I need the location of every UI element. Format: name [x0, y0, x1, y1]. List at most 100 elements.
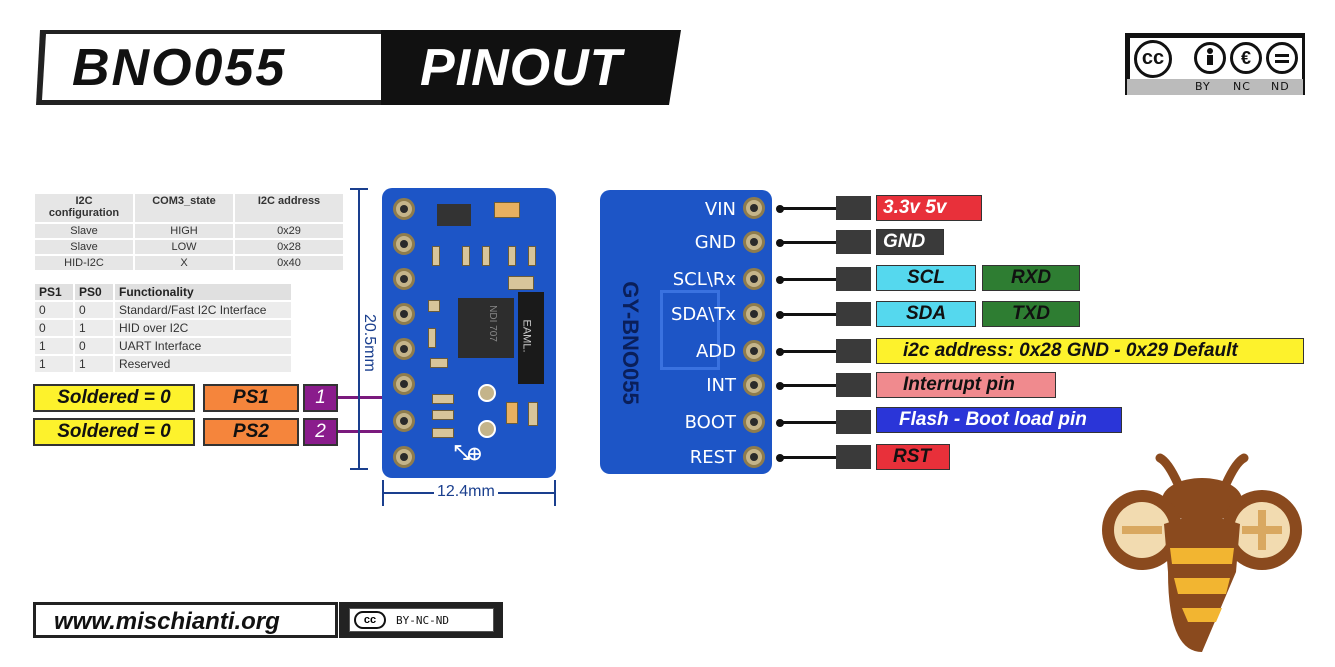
- capacitor: [508, 276, 534, 290]
- table-row: 1 1 Reserved: [35, 356, 291, 372]
- pin-pad: [393, 373, 415, 395]
- table-row: Slave LOW 0x28: [35, 240, 343, 254]
- pin-tag-rest: RST: [876, 444, 950, 470]
- pin-pad-scl: [743, 268, 765, 290]
- table-cell: 1: [75, 320, 113, 336]
- axis-symbol-icon: ⤡⊕: [454, 442, 481, 464]
- lead-dot: [776, 276, 784, 284]
- resistor: [432, 246, 440, 266]
- cc-icon: cc: [354, 611, 386, 629]
- solder-state-label-1: Soldered = 0: [33, 384, 195, 412]
- footer-license-box: cc BY-NC-ND: [339, 602, 503, 638]
- pin-lead: [780, 241, 836, 244]
- title-banner: BNO055 PINOUT: [36, 30, 681, 105]
- table-cell: 0x28: [235, 240, 343, 254]
- table-cell: 1: [35, 338, 73, 354]
- pin-marker: [836, 445, 871, 469]
- footer-license-text: BY-NC-ND: [396, 614, 449, 627]
- capacitor: [506, 402, 518, 424]
- solder-number-1: 1: [303, 384, 338, 412]
- pin-tag-vin: 3.3v 5v: [876, 195, 982, 221]
- capacitor: [494, 202, 520, 218]
- board-silk-label: GY-BNO055: [618, 281, 643, 405]
- table-header: PS1: [35, 284, 73, 300]
- footer-site-link[interactable]: www.mischianti.org: [54, 608, 280, 635]
- title-left-text: BNO055: [72, 39, 287, 97]
- width-dimension-label: 12.4mm: [434, 483, 498, 501]
- bee-logo-icon: [1102, 453, 1302, 652]
- pin-pad-int: [743, 374, 765, 396]
- pin-label-add: ADD: [695, 341, 736, 362]
- title-right-panel: [381, 30, 681, 105]
- pin-tag-txd: TXD: [982, 301, 1080, 327]
- pin-pad-add: [743, 340, 765, 362]
- pin-lead: [780, 207, 836, 210]
- regulator-chip: [437, 204, 471, 226]
- bno055-sensor-chip: NDI 707: [458, 298, 514, 358]
- cc-nc-label: NC: [1233, 80, 1251, 93]
- footer-cc-badge: cc BY-NC-ND: [349, 608, 494, 632]
- pin-tag-gnd: GND: [876, 229, 944, 255]
- pin-label-sda: SDA\Tx: [671, 304, 736, 325]
- pin-pad-boot: [743, 411, 765, 433]
- cc-badge-icons: cc €: [1130, 38, 1302, 79]
- height-dimension-cap-top: [350, 188, 368, 190]
- title-right-text: PINOUT: [420, 39, 623, 97]
- pin-pad: [393, 338, 415, 360]
- resistor: [432, 428, 454, 438]
- table-header: I2C configuration: [35, 194, 133, 222]
- pin-lead: [780, 313, 836, 316]
- pin-tag-scl: SCL: [876, 265, 976, 291]
- capacitor: [430, 358, 448, 368]
- capacitor: [428, 300, 440, 312]
- lead-dot: [776, 419, 784, 427]
- crystal-oscillator: EAML.: [518, 292, 544, 384]
- table-cell: Standard/Fast I2C Interface: [115, 302, 291, 318]
- solder-jumper-ps1: [478, 384, 496, 402]
- table-cell: Slave: [35, 224, 133, 238]
- cc-by-label: BY: [1195, 80, 1211, 93]
- lead-dot: [776, 382, 784, 390]
- table-cell: HID over I2C: [115, 320, 291, 336]
- table-header: COM3_state: [135, 194, 233, 222]
- pin-lead: [780, 456, 836, 459]
- table-cell: LOW: [135, 240, 233, 254]
- table-header: PS0: [75, 284, 113, 300]
- lead-dot: [776, 454, 784, 462]
- resistor: [428, 328, 436, 348]
- pin-tag-rxd: RXD: [982, 265, 1080, 291]
- pin-label-gnd: GND: [694, 232, 736, 253]
- pin-pad: [393, 446, 415, 468]
- resistor: [508, 246, 516, 266]
- resistor: [528, 246, 536, 266]
- height-dimension-cap-bottom: [350, 468, 368, 470]
- solder-number-2: 2: [303, 418, 338, 446]
- table-cell: Slave: [35, 240, 133, 254]
- table-cell: 0: [75, 338, 113, 354]
- pin-label-vin: VIN: [704, 199, 736, 220]
- table-header-row: I2C configuration COM3_state I2C address: [35, 194, 343, 222]
- title-left-panel: [42, 34, 412, 100]
- table-header-row: PS1 PS0 Functionality: [35, 284, 291, 300]
- pin-marker: [836, 196, 871, 220]
- resistor: [432, 394, 454, 404]
- table-cell: HID-I2C: [35, 256, 133, 270]
- table-row: Slave HIGH 0x29: [35, 224, 343, 238]
- pin-pad: [393, 198, 415, 220]
- lead-dot: [776, 311, 784, 319]
- pin-tag-boot: Flash - Boot load pin: [876, 407, 1122, 433]
- width-dimension-cap-left: [382, 480, 384, 506]
- pin-pad-gnd: [743, 231, 765, 253]
- table-row: 0 1 HID over I2C: [35, 320, 291, 336]
- footer: www.mischianti.org cc BY-NC-ND: [33, 602, 503, 638]
- bno055-board-front: NDI 707 EAML. ⤡⊕: [382, 188, 556, 478]
- pin-marker: [836, 267, 871, 291]
- pin-marker: [836, 373, 871, 397]
- table-cell: 0x29: [235, 224, 343, 238]
- attribution-icon: [1194, 42, 1226, 74]
- pin-lead: [780, 278, 836, 281]
- pin-marker: [836, 410, 871, 434]
- pin-pad: [393, 268, 415, 290]
- pin-label-int: INT: [706, 375, 736, 396]
- table-row: 1 0 UART Interface: [35, 338, 291, 354]
